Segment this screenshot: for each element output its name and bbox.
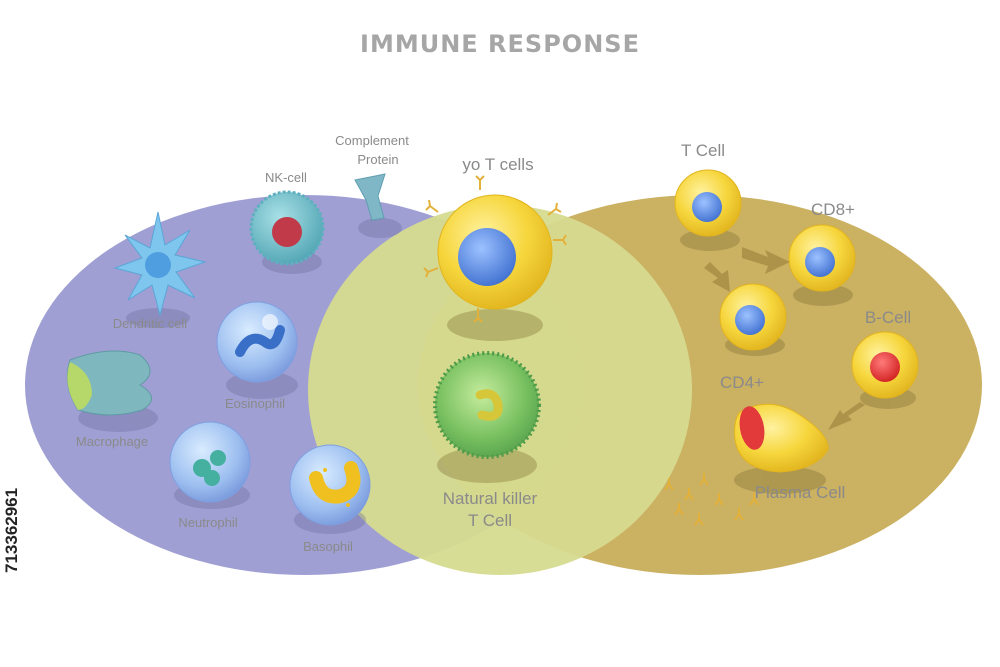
label-t-cell: T Cell bbox=[681, 141, 725, 160]
diagram-title: IMMUNE RESPONSE bbox=[360, 30, 640, 58]
label-nk-cell: NK-cell bbox=[265, 170, 307, 185]
label-cd4: CD4+ bbox=[720, 373, 764, 392]
label-natural-killer-1: Natural killer bbox=[443, 489, 538, 508]
cell-shadows-right bbox=[437, 229, 916, 494]
arrows bbox=[704, 247, 865, 430]
label-dendritic-cell: Dendritic cell bbox=[113, 316, 188, 331]
dendritic-cell bbox=[113, 211, 207, 317]
eosinophil bbox=[216, 301, 298, 383]
gamma-delta-t-cell bbox=[423, 175, 567, 323]
label-b-cell: B-Cell bbox=[865, 308, 911, 327]
label-cd8: CD8+ bbox=[811, 200, 855, 219]
cd4-t-cell bbox=[719, 283, 787, 351]
label-neutrophil: Neutrophil bbox=[178, 515, 237, 530]
label-natural-killer-2: T Cell bbox=[468, 511, 512, 530]
label-gamma-delta-t-cells: yo T cells bbox=[462, 155, 533, 174]
plasma-cell bbox=[734, 403, 829, 473]
cd8-t-cell bbox=[788, 224, 856, 292]
t-cell bbox=[674, 169, 742, 237]
b-cell bbox=[851, 331, 919, 399]
label-macrophage: Macrophage bbox=[76, 434, 148, 449]
natural-killer-t-cell bbox=[433, 351, 541, 459]
label-plasma-cell: Plasma Cell bbox=[755, 483, 846, 502]
stock-id: 713362961 bbox=[2, 487, 21, 573]
label-basophil: Basophil bbox=[303, 539, 353, 554]
label-complement-protein-1: Complement bbox=[335, 133, 409, 148]
macrophage bbox=[66, 350, 152, 416]
label-complement-protein-2: Protein bbox=[357, 152, 398, 167]
complement-protein bbox=[354, 173, 386, 221]
antibodies bbox=[664, 473, 759, 526]
neutrophil bbox=[169, 421, 251, 503]
nk-cell bbox=[249, 190, 325, 266]
basophil bbox=[289, 444, 371, 526]
label-eosinophil: Eosinophil bbox=[225, 396, 285, 411]
